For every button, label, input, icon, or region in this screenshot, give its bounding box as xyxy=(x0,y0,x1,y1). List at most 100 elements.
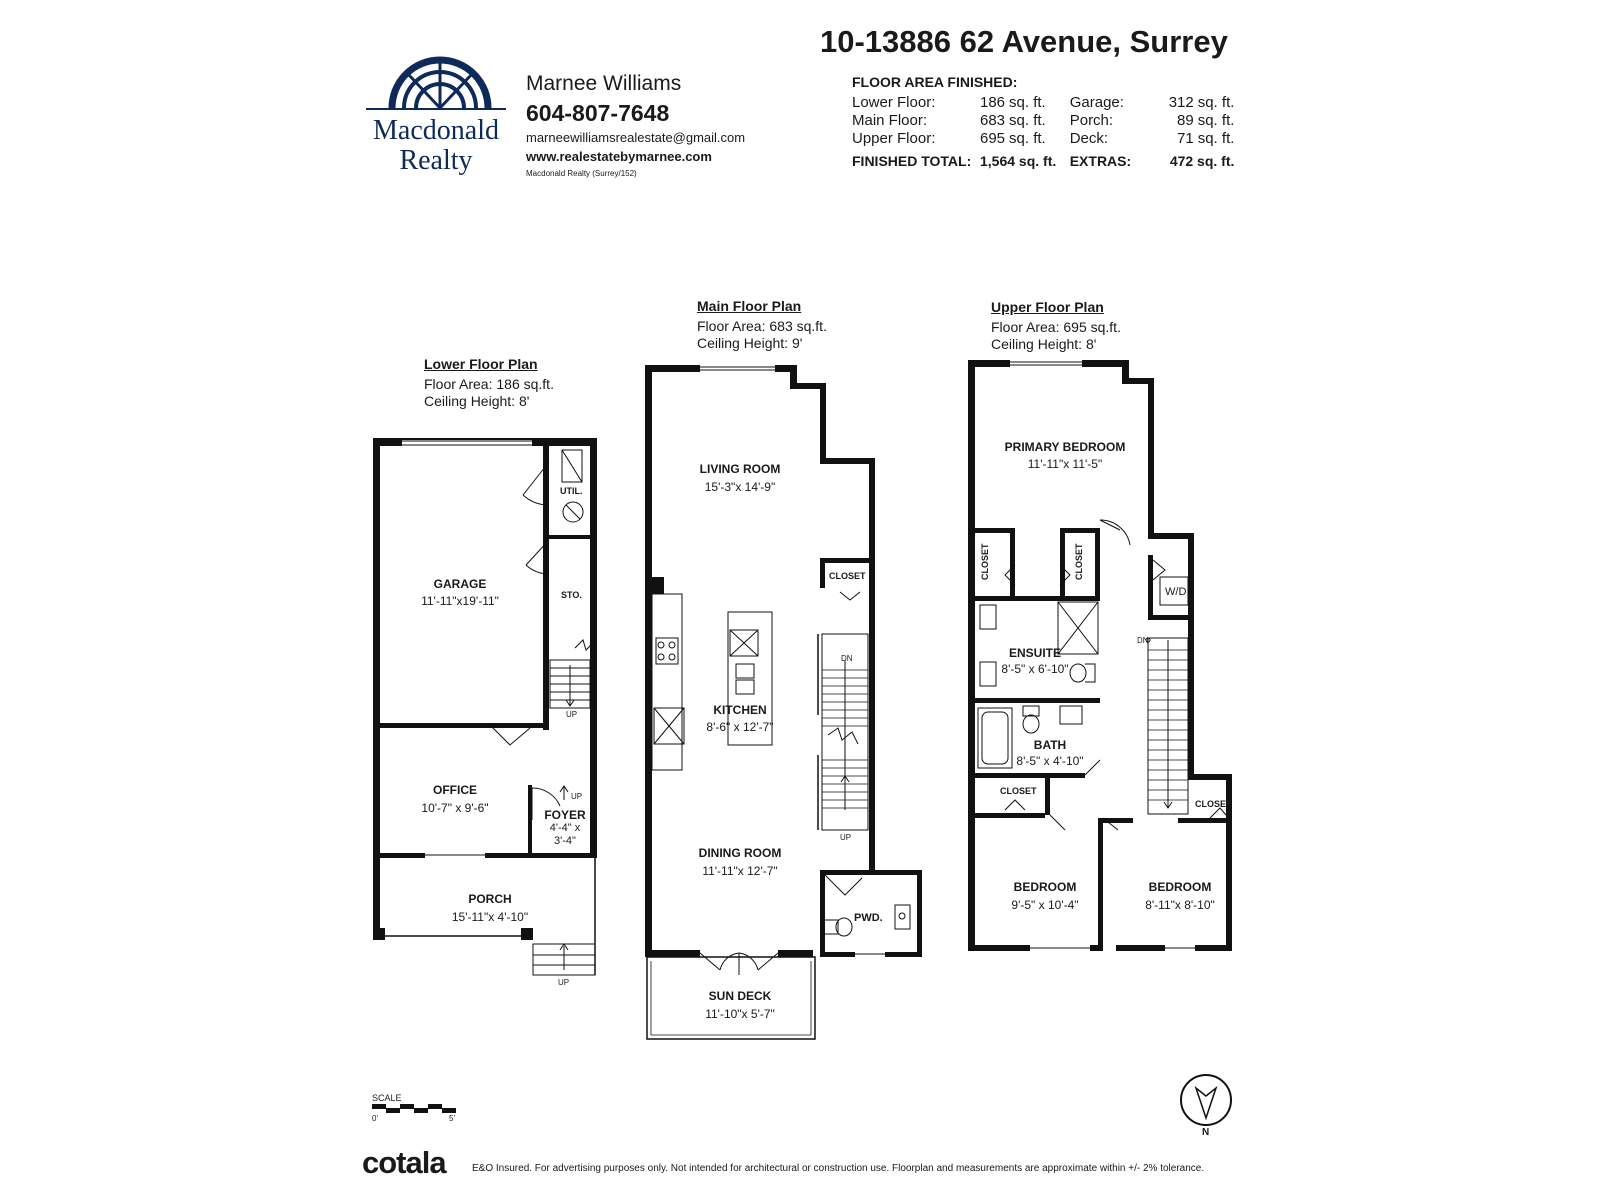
room-closet-main: CLOSET xyxy=(829,571,866,581)
room-foyer-dim1: 4'-4" x xyxy=(549,822,581,834)
area-value: 71 xyxy=(1177,130,1194,147)
room-bedroom-2-dim: 8'-11"x 8'-10" xyxy=(1145,898,1215,912)
area-label: Main Floor: xyxy=(852,112,928,129)
room-closet-d: CLOSET xyxy=(1195,799,1232,809)
room-wd: W/D xyxy=(1165,586,1187,598)
scale-end: 5' xyxy=(449,1114,455,1123)
lower-plan-title: Lower Floor Plan xyxy=(424,356,538,372)
stair-up-label-main: UP xyxy=(840,833,852,842)
room-garage: GARAGE xyxy=(433,577,487,591)
room-util: UTIL. xyxy=(560,486,583,496)
room-foyer-dim2: 3'-4" xyxy=(554,835,576,847)
area-row: Main Floor: 683 sq. ft. Porch: 89 sq. ft… xyxy=(852,112,1234,130)
room-living: LIVING ROOM xyxy=(699,462,781,476)
brand-line-2: Realty xyxy=(399,145,473,176)
room-porch: PORCH xyxy=(468,892,512,906)
cotala-logo: cotala xyxy=(362,1145,447,1180)
area-label: Lower Floor: xyxy=(852,94,936,111)
room-bath: BATH xyxy=(1033,738,1067,752)
area-unit: sq. ft. xyxy=(1197,130,1235,147)
room-bedroom-2: BEDROOM xyxy=(1148,880,1212,894)
area-unit: sq. ft. xyxy=(1197,94,1235,111)
north-label: N xyxy=(1202,1127,1210,1138)
extras-value: 472 sq. ft. xyxy=(1169,153,1235,169)
area-total-row: FINISHED TOTAL: 1,564 sq. ft. EXTRAS: 47… xyxy=(852,148,1234,170)
area-label: Garage: xyxy=(1069,94,1124,111)
room-office-dim: 10'-7" x 9'-6" xyxy=(421,801,489,815)
brand-line-1: Macdonald xyxy=(373,115,499,146)
room-foyer: FOYER xyxy=(544,808,586,822)
scale-label: SCALE xyxy=(372,1093,402,1103)
area-value: 695 xyxy=(980,130,1006,147)
upper-floor-walls xyxy=(968,360,1232,951)
room-sun-deck-dim: 11'-10"x 5'-7" xyxy=(705,1007,775,1021)
upper-plan-area: Floor Area: 695 sq.ft. xyxy=(991,319,1121,335)
total-value: 1,564 sq. ft. xyxy=(980,153,1057,169)
room-sto: STO. xyxy=(561,590,582,600)
main-plan-area: Floor Area: 683 sq.ft. xyxy=(697,318,827,334)
main-plan-title: Main Floor Plan xyxy=(697,298,802,314)
room-kitchen-dim: 8'-6" x 12'-7" xyxy=(706,720,774,734)
scale-bar xyxy=(372,1104,456,1113)
macdonald-logo-icon xyxy=(366,56,506,110)
area-unit: sq. ft. xyxy=(1009,130,1046,147)
main-plan-ceiling: Ceiling Height: 9' xyxy=(697,335,803,351)
porch-up-label: UP xyxy=(558,978,570,987)
area-unit: sq. ft. xyxy=(1009,112,1046,129)
area-unit: sq. ft. xyxy=(1009,94,1046,111)
north-arrow-icon xyxy=(1180,1074,1232,1126)
room-bath-dim: 8'-5" x 4'-10" xyxy=(1016,754,1084,768)
area-row: Lower Floor: 186 sq. ft. Garage: 312 sq.… xyxy=(852,94,1234,112)
stair-dn-label: DN xyxy=(841,654,853,663)
upper-plan-ceiling: Ceiling Height: 8' xyxy=(991,336,1097,352)
area-value: 683 xyxy=(980,112,1006,129)
room-kitchen: KITCHEN xyxy=(713,703,767,717)
room-bedroom-1: BEDROOM xyxy=(1013,880,1077,894)
room-closet-a: CLOSET xyxy=(980,543,990,580)
property-address: 10-13886 62 Avenue, Surrey xyxy=(820,24,1228,59)
room-living-dim: 15'-3"x 14'-9" xyxy=(704,480,776,494)
agent-office: Macdonald Realty (Surrey/152) xyxy=(526,169,637,178)
lower-floor-walls xyxy=(373,438,597,976)
main-floor-walls xyxy=(645,365,922,1040)
room-primary-bedroom-dim: 11'-11"x 11'-5" xyxy=(1027,457,1103,471)
room-closet-c: CLOSET xyxy=(1000,786,1037,796)
room-garage-dim: 11'-11"x19'-11" xyxy=(421,594,499,608)
agent-name: Marnee Williams xyxy=(526,72,682,95)
floor-area-table: Lower Floor: 186 sq. ft. Garage: 312 sq.… xyxy=(852,94,1234,170)
area-unit: sq. ft. xyxy=(1197,112,1235,129)
area-label: Porch: xyxy=(1069,112,1114,129)
area-value: 89 xyxy=(1177,112,1194,129)
room-sun-deck: SUN DECK xyxy=(708,989,772,1003)
room-dining: DINING ROOM xyxy=(698,846,782,860)
room-ensuite: ENSUITE xyxy=(1008,646,1061,660)
brand-wordmark: Macdonald Realty xyxy=(366,116,506,176)
scale-start: 0' xyxy=(372,1114,378,1123)
area-value: 312 xyxy=(1168,94,1194,111)
area-value: 186 xyxy=(980,94,1006,111)
disclaimer-text: E&O Insured. For advertising purposes on… xyxy=(472,1163,1205,1174)
room-ensuite-dim: 8'-5" x 6'-10" xyxy=(1001,662,1069,676)
total-label: FINISHED TOTAL: xyxy=(852,153,972,169)
stair-dn-label-upper: DN xyxy=(1137,636,1149,645)
area-label: Upper Floor: xyxy=(852,130,936,147)
room-closet-b: CLOSET xyxy=(1074,543,1084,580)
room-bedroom-1-dim: 9'-5" x 10'-4" xyxy=(1011,898,1079,912)
agent-email[interactable]: marneewilliamsrealestate@gmail.com xyxy=(526,130,746,145)
agent-website[interactable]: www.realestatebymarnee.com xyxy=(526,149,712,164)
room-office: OFFICE xyxy=(433,783,477,797)
stair-up-label: UP xyxy=(566,710,578,719)
foyer-up-label: UP xyxy=(571,792,583,801)
lower-plan-area: Floor Area: 186 sq.ft. xyxy=(424,376,554,392)
lower-plan-ceiling: Ceiling Height: 8' xyxy=(424,393,530,409)
room-dining-dim: 11'-11"x 12'-7" xyxy=(702,864,778,878)
area-label: Deck: xyxy=(1069,130,1109,147)
floor-area-title: FLOOR AREA FINISHED: xyxy=(852,74,1018,90)
area-row: Upper Floor: 695 sq. ft. Deck: 71 sq. ft… xyxy=(852,130,1234,148)
extras-label: EXTRAS: xyxy=(1069,153,1132,169)
room-primary-bedroom: PRIMARY BEDROOM xyxy=(1004,440,1126,454)
room-pwd: PWD. xyxy=(854,912,883,924)
upper-plan-title: Upper Floor Plan xyxy=(991,299,1104,315)
agent-phone[interactable]: 604-807-7648 xyxy=(526,100,670,126)
